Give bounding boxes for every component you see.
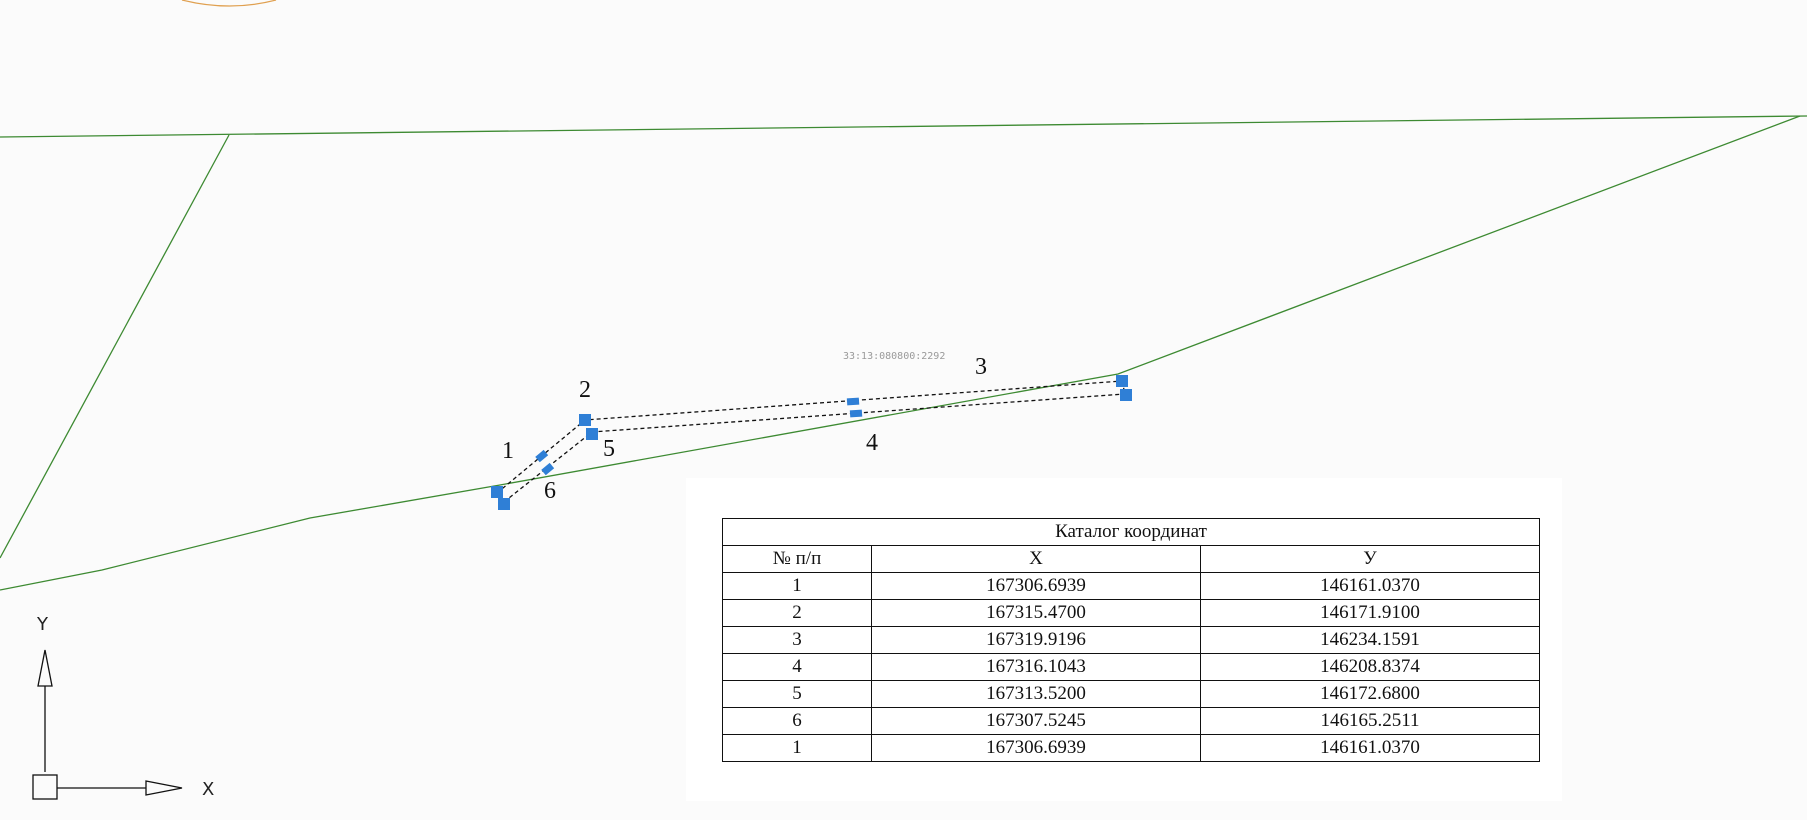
point-label-5: 5 bbox=[603, 436, 615, 462]
vertex-marker[interactable] bbox=[849, 409, 863, 418]
ucs-origin-box-icon bbox=[32, 774, 58, 800]
vertex-markers[interactable] bbox=[491, 375, 1132, 510]
coordinate-catalog-table: Каталог координат № п/п X У 1 167306.693… bbox=[722, 518, 1540, 762]
cell-y: 146161.0370 bbox=[1200, 572, 1540, 600]
header-x: X bbox=[871, 545, 1201, 573]
cell-y: 146208.8374 bbox=[1200, 653, 1540, 681]
boundary-line-bottom bbox=[0, 115, 1801, 591]
cell-number: 1 bbox=[722, 572, 872, 600]
cell-y: 146234.1591 bbox=[1200, 626, 1540, 654]
header-number: № п/п bbox=[722, 545, 872, 573]
table-row: 2 167315.4700 146171.9100 bbox=[722, 599, 1540, 627]
table-row: 3 167319.9196 146234.1591 bbox=[722, 626, 1540, 654]
vertex-marker[interactable] bbox=[579, 414, 591, 426]
cell-y: 146172.6800 bbox=[1200, 680, 1540, 708]
cell-x: 167315.4700 bbox=[871, 599, 1201, 627]
cell-number: 1 bbox=[722, 734, 872, 762]
cell-x: 167319.9196 bbox=[871, 626, 1201, 654]
vertex-marker[interactable] bbox=[491, 486, 503, 498]
parcel-id-label: 33:13:080800:2292 bbox=[843, 351, 945, 362]
point-label-4: 4 bbox=[866, 430, 878, 456]
catalog-header-row: № п/п X У bbox=[722, 545, 1540, 573]
point-label-6: 6 bbox=[544, 478, 556, 504]
ucs-x-label: X bbox=[202, 779, 214, 800]
boundary-line-left bbox=[0, 134, 230, 559]
cell-number: 6 bbox=[722, 707, 872, 735]
table-row: 6 167307.5245 146165.2511 bbox=[722, 707, 1540, 735]
cell-x: 167316.1043 bbox=[871, 653, 1201, 681]
cell-number: 4 bbox=[722, 653, 872, 681]
vertex-marker[interactable] bbox=[535, 449, 549, 463]
cell-number: 3 bbox=[722, 626, 872, 654]
vertex-marker[interactable] bbox=[846, 397, 860, 406]
point-label-1: 1 bbox=[502, 438, 514, 464]
cell-y: 146165.2511 bbox=[1200, 707, 1540, 735]
ucs-x-arrow-icon bbox=[145, 780, 183, 796]
cell-number: 5 bbox=[722, 680, 872, 708]
orange-arc bbox=[181, 0, 277, 7]
table-row: 1 167306.6939 146161.0370 bbox=[722, 572, 1540, 600]
vertex-marker[interactable] bbox=[1116, 375, 1128, 387]
vertex-marker[interactable] bbox=[1120, 389, 1132, 401]
boundary-lines bbox=[0, 115, 1807, 591]
boundary-line-top bbox=[0, 115, 1807, 138]
cell-x: 167313.5200 bbox=[871, 680, 1201, 708]
cell-x: 167306.6939 bbox=[871, 572, 1201, 600]
ucs-y-label: Y bbox=[36, 614, 49, 635]
cell-x: 167307.5245 bbox=[871, 707, 1201, 735]
point-label-3: 3 bbox=[975, 354, 987, 380]
point-label-2: 2 bbox=[579, 377, 591, 403]
cell-x: 167306.6939 bbox=[871, 734, 1201, 762]
catalog-title: Каталог координат bbox=[722, 518, 1540, 546]
table-row: 1 167306.6939 146161.0370 bbox=[722, 734, 1540, 762]
vertex-marker[interactable] bbox=[498, 498, 510, 510]
table-row: 5 167313.5200 146172.6800 bbox=[722, 680, 1540, 708]
table-row: 4 167316.1043 146208.8374 bbox=[722, 653, 1540, 681]
ucs-y-arrow-icon bbox=[37, 649, 53, 687]
header-y: У bbox=[1200, 545, 1540, 573]
vertex-marker[interactable] bbox=[541, 462, 555, 476]
point-labels: 1 2 3 4 5 6 bbox=[502, 354, 987, 504]
cell-y: 146171.9100 bbox=[1200, 599, 1540, 627]
coordinate-catalog-panel[interactable]: Каталог координат № п/п X У 1 167306.693… bbox=[686, 478, 1562, 801]
ucs-icon bbox=[32, 649, 183, 800]
cell-number: 2 bbox=[722, 599, 872, 627]
vertex-marker[interactable] bbox=[586, 428, 598, 440]
cell-y: 146161.0370 bbox=[1200, 734, 1540, 762]
